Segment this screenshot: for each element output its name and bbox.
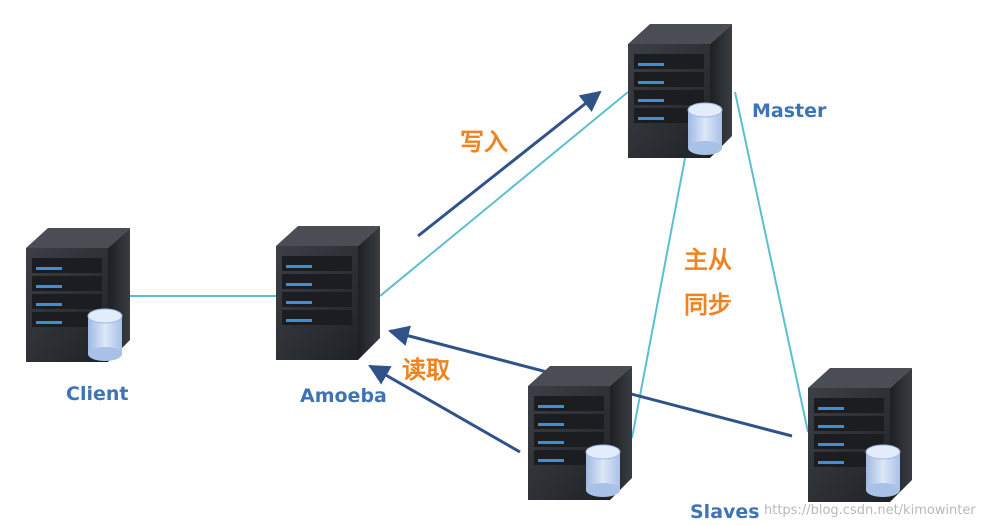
watermark: https://blog.csdn.net/kimowinter [764,503,976,518]
master-label: Master [752,100,827,122]
client-label: Client [66,383,129,405]
link-amoeba-master [379,91,629,297]
read-label: 读取 [402,356,450,384]
link-master-slave2 [734,91,809,433]
amoeba-server-icon [276,226,380,360]
slaves-label: Slaves [690,501,760,523]
slave1-server-icon [528,366,632,500]
read-arrow-from-slave1 [368,364,521,454]
write-label: 写入 [460,128,508,156]
client-server-icon [26,228,130,362]
write-arrow [417,90,602,238]
link-master-slave1 [631,157,686,439]
master-server-icon [628,24,732,158]
sync-label-line1: 主从 [684,246,732,274]
amoeba-label: Amoeba [300,385,387,407]
sync-label-line2: 同步 [684,291,732,319]
slave2-server-icon [808,368,912,502]
